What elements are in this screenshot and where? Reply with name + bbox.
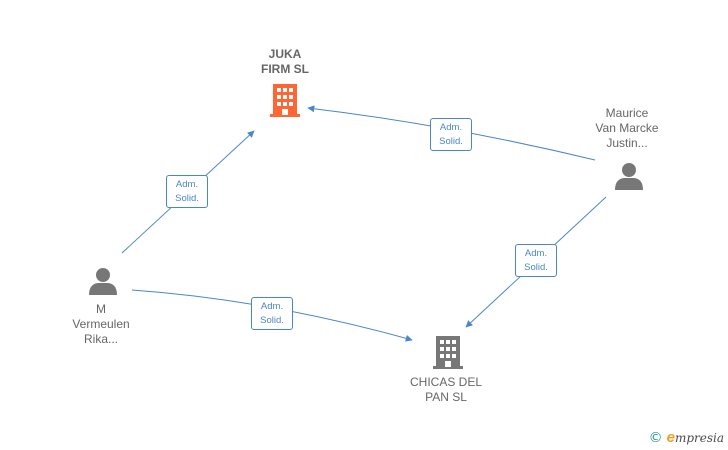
brand-logo: empresia	[667, 429, 724, 446]
node-label-juka-firm[interactable]: JUKA FIRM SL	[261, 47, 309, 76]
edge-role-line2: Solid.	[439, 136, 463, 147]
edge-role-line1: Adm.	[175, 179, 199, 190]
edge-role-line2: Solid.	[524, 262, 548, 273]
edge-role-line2: Solid.	[175, 193, 199, 204]
edge-label-maurice-juka[interactable]: Adm. Solid.	[430, 118, 472, 151]
brand-initial: e	[666, 429, 675, 446]
edge-label-vermeulen-juka[interactable]: Adm. Solid.	[166, 175, 208, 208]
edge-role-line2: Solid.	[260, 315, 284, 326]
node-label-maurice[interactable]: Maurice Van Marcke Justin...	[595, 106, 659, 150]
person-icon	[615, 163, 643, 190]
brand-name: mpresia	[674, 431, 724, 445]
building-icon	[433, 336, 463, 369]
node-label-vermeulen[interactable]: M Vermeulen Rika...	[72, 302, 130, 346]
empresia-watermark: © empresia	[649, 429, 724, 446]
node-label-chicas-del-pan[interactable]: CHICAS DEL PAN SL	[409, 375, 483, 404]
edge-label-vermeulen-chicas[interactable]: Adm. Solid.	[251, 297, 293, 330]
edge-label-maurice-chicas[interactable]: Adm. Solid.	[515, 244, 557, 277]
person-icon	[89, 268, 117, 295]
edge-role-line1: Adm.	[439, 122, 463, 133]
edge-role-line1: Adm.	[260, 301, 284, 312]
building-icon	[270, 84, 300, 117]
edge-role-line1: Adm.	[524, 248, 548, 259]
copyright-icon: ©	[648, 429, 663, 446]
